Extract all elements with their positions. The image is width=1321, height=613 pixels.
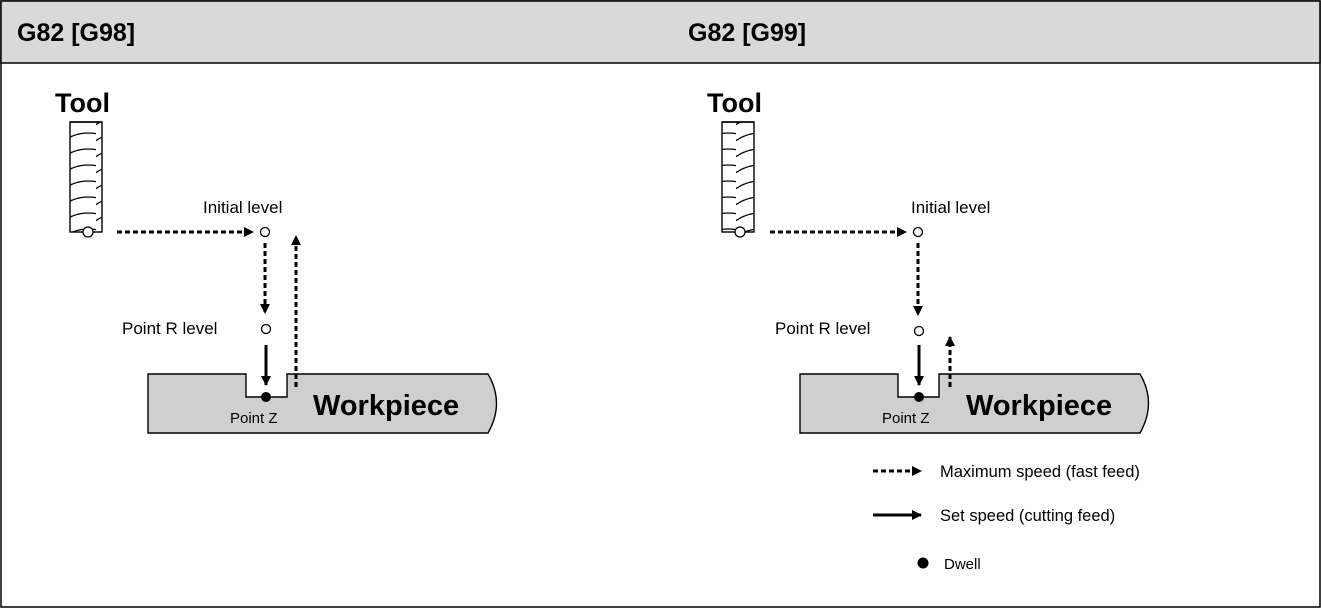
point-r-marker-right [913, 325, 925, 337]
point-z-label-right: Point Z [882, 410, 930, 427]
legend-dwell-label: Dwell [944, 556, 981, 573]
dwell-point-left [261, 392, 271, 402]
initial-level-point-right [912, 226, 924, 238]
point-r-marker-left [260, 323, 272, 335]
dwell-point-right [914, 392, 924, 402]
panel-right-title: G82 [G99] [688, 19, 806, 47]
workpiece-label-right: Workpiece [966, 390, 1112, 422]
workpiece-left [147, 373, 498, 434]
tool-label-left: Tool [55, 88, 110, 118]
tool-icon-right [721, 121, 755, 238]
legend-fast-feed-label: Maximum speed (fast feed) [940, 463, 1140, 481]
workpiece-label-left: Workpiece [313, 390, 459, 422]
initial-level-label-left: Initial level [203, 198, 282, 217]
point-r-label-right: Point R level [775, 319, 870, 338]
initial-level-point-left [259, 226, 271, 238]
point-z-label-left: Point Z [230, 410, 278, 427]
initial-level-label-right: Initial level [911, 198, 990, 217]
legend-dwell-marker [917, 557, 929, 569]
panel-left-title: G82 [G98] [17, 19, 135, 47]
workpiece-right [799, 373, 1150, 434]
tool-icon-left [69, 121, 103, 238]
panel-left: Tool Initial level Point R level Workpie… [55, 88, 498, 434]
panel-right: Tool Initial level Point R level Workpie… [707, 88, 1150, 434]
point-r-label-left: Point R level [122, 319, 217, 338]
legend-cutting-feed-label: Set speed (cutting feed) [940, 507, 1115, 525]
legend: Maximum speed (fast feed) Set speed (cut… [873, 463, 1140, 573]
header-bar [0, 0, 1321, 64]
tool-label-right: Tool [707, 88, 762, 118]
